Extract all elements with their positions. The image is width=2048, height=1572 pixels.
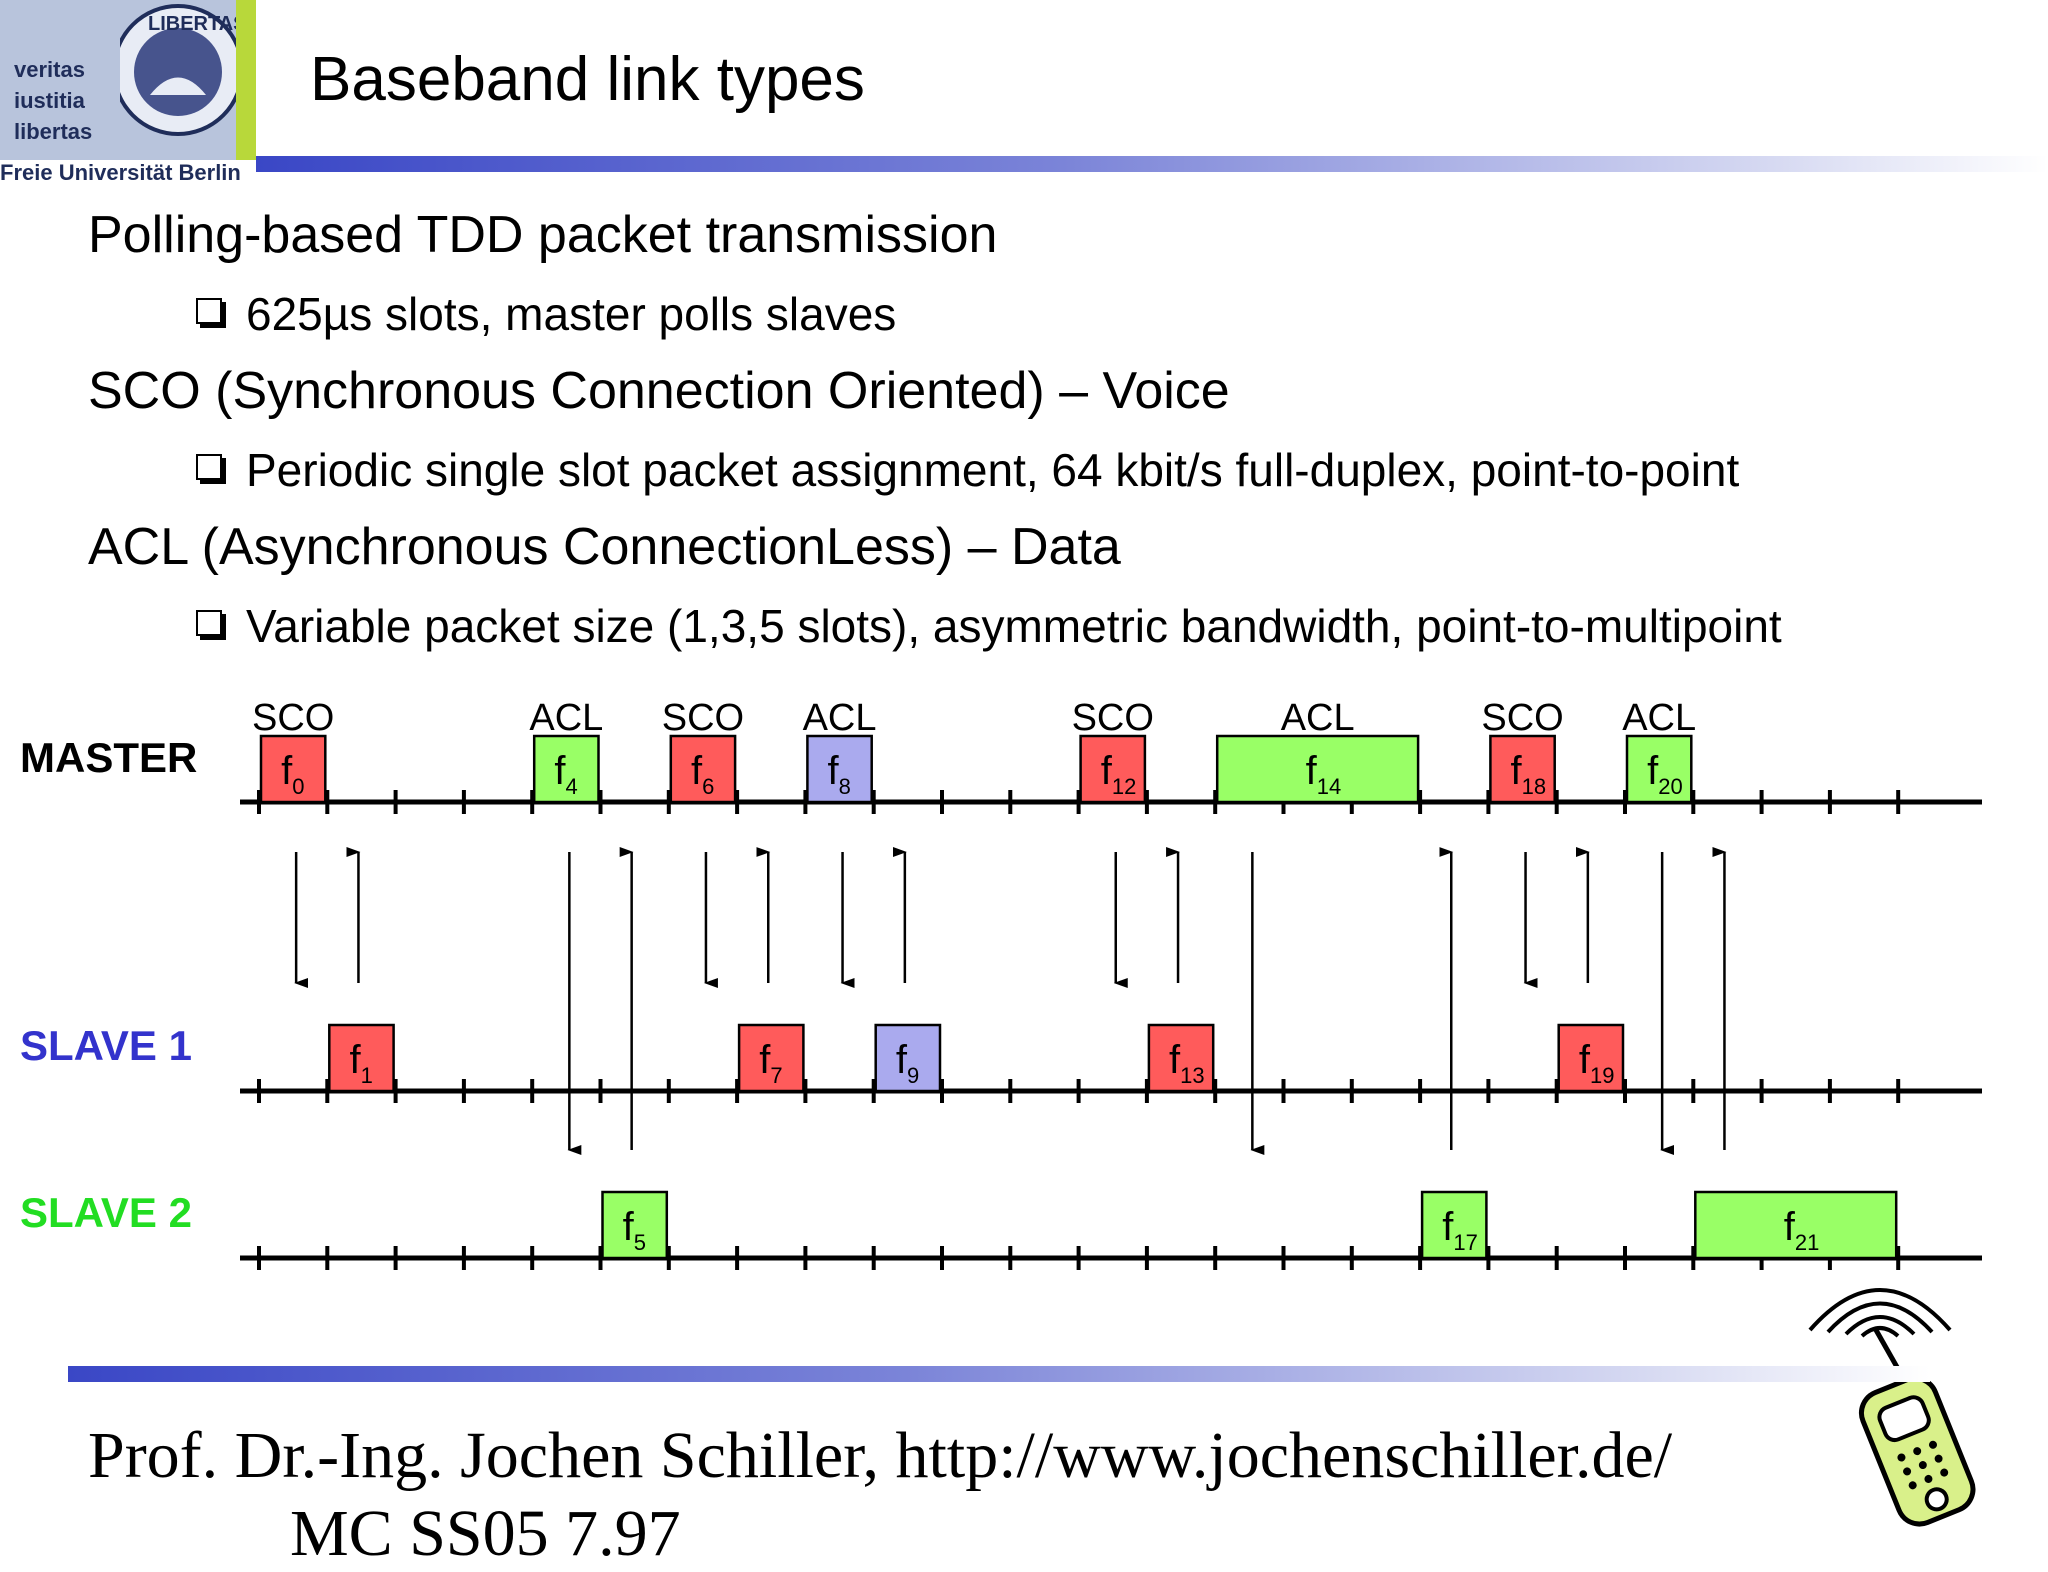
university-name: Freie Universität Berlin xyxy=(0,160,241,185)
bullet-level1: SCO (Synchronous Connection Oriented) – … xyxy=(88,362,1230,420)
packet-f19 xyxy=(1557,1023,1625,1093)
packet-type-label-acl: ACL xyxy=(529,697,603,739)
packet-type-label-sco: SCO xyxy=(662,697,744,739)
packet-f1 xyxy=(328,1023,395,1093)
packet-type-label-sco: SCO xyxy=(1481,697,1563,739)
packet-f4 xyxy=(532,734,600,804)
checkbox-bullet-icon xyxy=(196,454,222,480)
phone-clipart-icon xyxy=(1808,1288,1976,1527)
motto-line: veritas xyxy=(14,57,85,82)
title-underline-bar xyxy=(256,156,2048,172)
row-label-slave-1: SLAVE 1 xyxy=(20,1022,192,1069)
footer-author: Prof. Dr.-Ing. Jochen Schiller, http://w… xyxy=(88,1419,1673,1492)
packet-f5 xyxy=(601,1190,669,1260)
packet-f14 xyxy=(1215,734,1420,804)
packet-f17 xyxy=(1420,1190,1488,1260)
packet-type-label-acl: ACL xyxy=(803,697,877,739)
logo-accent-strip xyxy=(236,0,256,160)
footer-course: MC SS05 7.97 xyxy=(290,1497,681,1570)
bullet-level2: 625µs slots, master polls slaves xyxy=(196,287,896,341)
motto-line: libertas xyxy=(14,119,93,144)
packet-f18 xyxy=(1489,734,1556,804)
row-label-slave-2: SLAVE 2 xyxy=(20,1189,192,1236)
row-label-master: MASTER xyxy=(20,734,197,781)
packet-f12 xyxy=(1079,734,1147,804)
bullet-level1: Polling-based TDD packet transmission xyxy=(88,206,998,264)
slide-title: Baseband link types xyxy=(310,45,865,114)
checkbox-bullet-icon xyxy=(196,610,222,636)
logo-motto: veritas iustitia libertas xyxy=(14,54,92,147)
bullet-level1: ACL (Asynchronous ConnectionLess) – Data xyxy=(88,518,1121,576)
packet-f21 xyxy=(1694,1190,1898,1260)
packet-type-label-acl: ACL xyxy=(1622,697,1696,739)
packet-type-label-sco: SCO xyxy=(1072,697,1154,739)
packet-f7 xyxy=(737,1023,805,1093)
footer-bar xyxy=(68,1366,1930,1382)
seal-text: LIBERTAS xyxy=(148,13,236,35)
bullet-level2: Variable packet size (1,3,5 slots), asym… xyxy=(196,599,1782,653)
seal-icon: LIBERTAS xyxy=(120,4,236,136)
packet-f8 xyxy=(806,734,873,804)
packet-f0 xyxy=(259,734,327,804)
packet-f20 xyxy=(1625,734,1693,804)
checkbox-bullet-icon xyxy=(196,298,222,324)
packet-f6 xyxy=(669,734,737,804)
packet-type-label-sco: SCO xyxy=(252,697,334,739)
motto-line: iustitia xyxy=(14,88,85,113)
packet-type-label-acl: ACL xyxy=(1281,697,1355,739)
bullet-level2: Periodic single slot packet assignment, … xyxy=(196,443,1739,497)
packet-f9 xyxy=(874,1023,942,1093)
packet-f13 xyxy=(1147,1023,1215,1093)
